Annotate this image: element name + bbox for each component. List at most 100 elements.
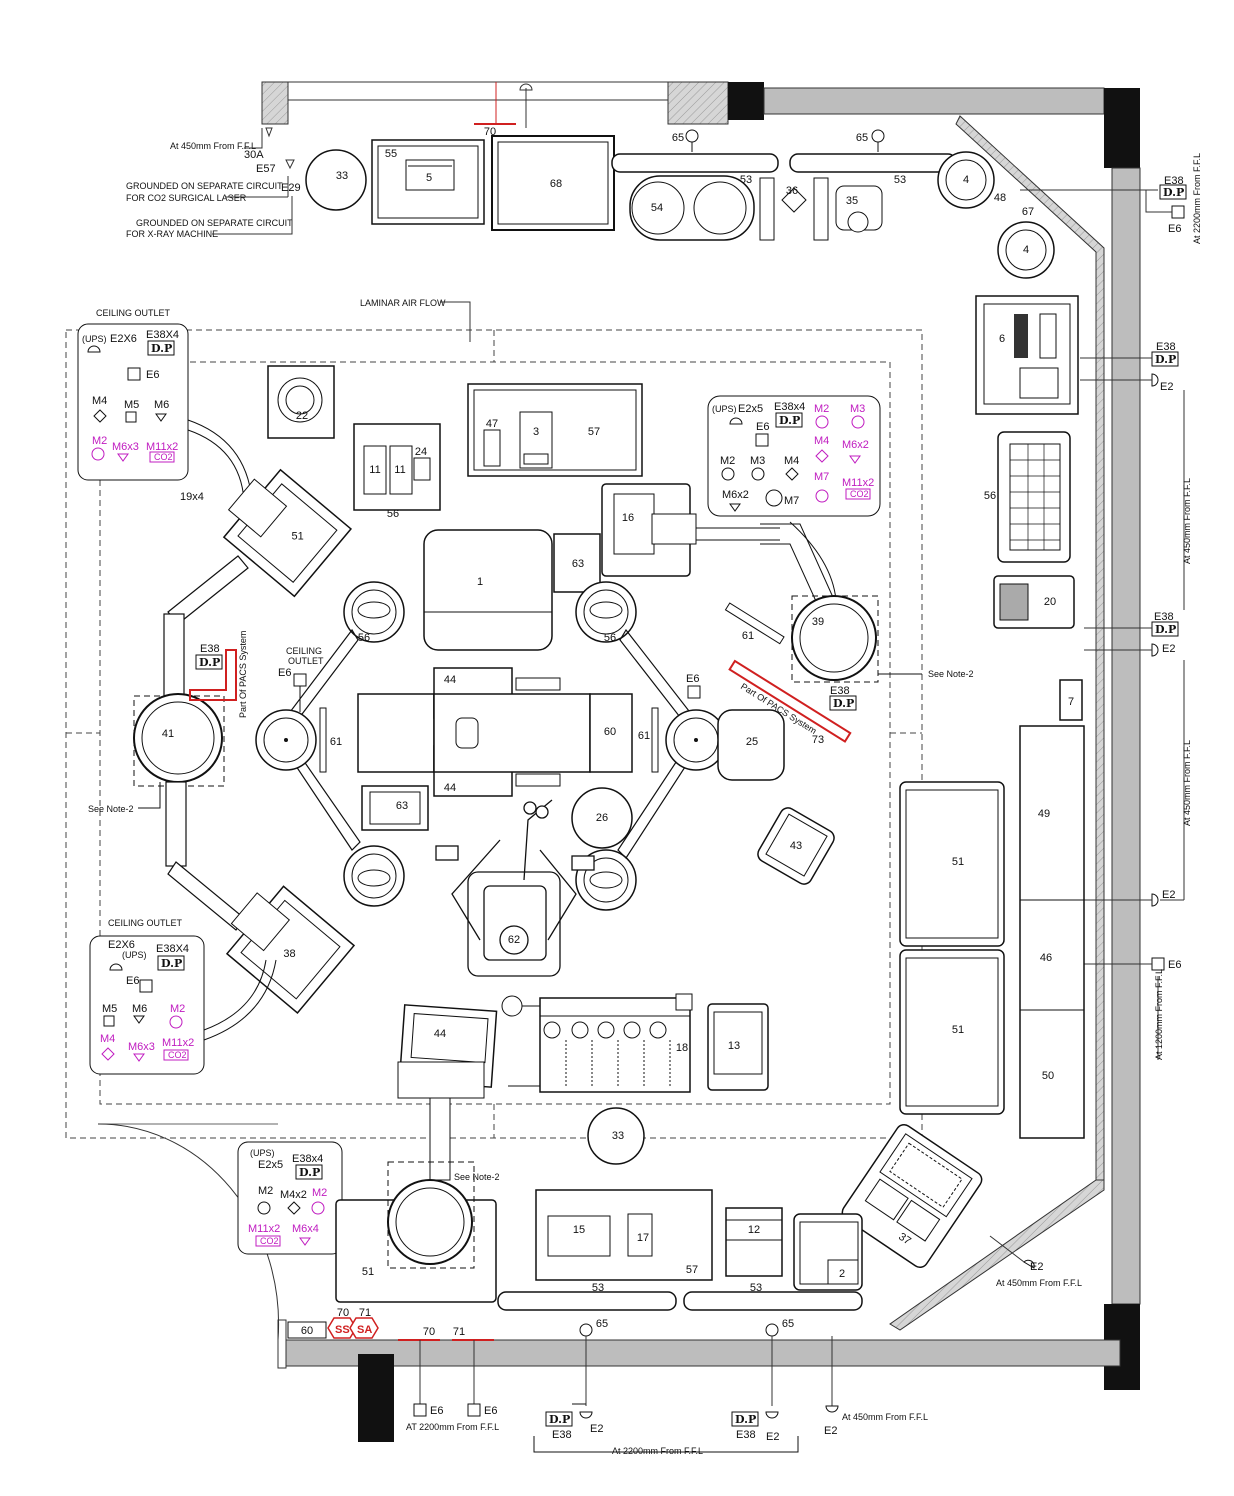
ffl-2200-b2: At 2200mm From F.F.L [612,1446,703,1456]
m5-1: M5 [124,399,139,411]
grounded-co2-2: FOR CO2 SURGICAL LASER [126,193,247,203]
m3-2: M3 [850,403,865,415]
number-3: 3 [533,426,539,438]
e2-b1: E2 [590,1423,603,1435]
dp-b1: D.P [549,1413,570,1426]
m11x2-2: M11x2 [842,477,874,489]
equipment-27: 26 [571,787,633,849]
e6-b1: E6 [430,1405,443,1417]
number-67-bottom: 70 [423,1326,435,1338]
m5-3: M5 [102,1003,117,1015]
number-4-b: 4 [1023,244,1029,256]
m2-3: M2 [170,1003,185,1015]
ups-3: (UPS) [122,950,147,960]
grounded-xray-2: FOR X-RAY MACHINE [126,229,218,239]
number-54-bottom: 57 [686,1264,698,1276]
number-31: 37 [896,1231,913,1248]
equipment-4-a: 4 [937,151,995,209]
m2-2b: M2 [720,455,735,467]
ffl-2200-right: At 2200mm From F.F.L [1192,153,1202,244]
m6x3-3: M6x3 [128,1041,155,1053]
m11x2-1: M11x2 [146,441,178,453]
number-60: 60 [301,1325,313,1337]
equipment-28: 35 [835,185,883,233]
number-61-a: 65 [672,132,684,144]
dp-r3: D.P [1155,623,1176,636]
equipment-48-bottom: 51 [335,1161,497,1303]
m6x2-2: M6x2 [842,439,869,451]
number-1: 1 [477,576,483,588]
number-63: 68 [550,178,562,190]
equipment-4-b: 4 [997,221,1055,279]
number-11-a: 11 [369,464,380,476]
co2-3: CO2 [168,1050,187,1060]
equipment-6: 6 [975,295,1079,415]
equipment-56-top-right [724,602,785,645]
number-47: 54 [651,202,663,214]
equipment-25: 25 [717,709,785,781]
number-62-bottom: 63 [396,800,408,812]
equipment-54-bottom: 15 17 57 [535,1189,713,1281]
e38-pacs: E38 [830,685,850,697]
equipment-12: 12 [725,1207,783,1277]
e2x5-2: E2x5 [738,403,763,415]
number-36-b: 44 [444,782,456,794]
ceiling-outlet-1-title: CEILING OUTLET [96,308,171,318]
number-61-d: 65 [782,1318,794,1330]
ffl-2200-b1: AT 2200mm From F.F.L [406,1422,499,1432]
e38x4-4: E38x4 [292,1153,323,1165]
equipment-16: 16 [601,483,837,611]
m6x3-1: M6x3 [112,441,139,453]
dp-1: D.P [151,342,172,355]
number-27: 26 [596,812,608,824]
number-48-b: 51 [952,1024,964,1036]
number-61-b: 65 [856,132,868,144]
number-11-b: 11 [394,464,405,476]
ceiling-outlet-2-title: CEILING OUTLET [108,918,183,928]
number-5: 5 [426,172,432,184]
ffl-450-r1: At 450mm From F.F.L [1182,478,1192,564]
number-54-top: 57 [588,426,600,438]
e38-b2: E38 [736,1429,756,1441]
m2-4: M2 [258,1185,273,1197]
ffl-1200-r: At 1200mm From F.F.L [1154,969,1164,1060]
ceiling-outlet-box-2: CEILING OUTLET E2X6 (UPS) E38X4 D.P E6 M… [89,918,277,1075]
ffl-450-b: At 450mm From F.F.L [842,1412,928,1422]
label-30a: 30A [244,149,264,161]
pendant-61-top-a: 65 [672,129,699,152]
number-61-c: 65 [596,1318,608,1330]
number-53-b: 56 [604,632,616,644]
m6x2-2b: M6x2 [722,489,749,501]
ups-4: (UPS) [250,1148,275,1158]
number-46-b: 53 [894,174,906,186]
dp-4: D.P [299,1166,320,1179]
see-note-b: See Note-2 [88,804,134,814]
arm-left-lower [165,781,245,931]
equipment-1: 1 [423,529,553,651]
number-48-a: 51 [952,856,964,868]
number-67-top: 70 [484,126,496,138]
pendant-61-top-b: 65 [856,129,885,152]
number-42: 49 [1038,808,1050,820]
number-46-d: 53 [750,1282,762,1294]
dp-b2: D.P [735,1413,756,1426]
equipment-54-top: 47 3 57 [467,383,643,477]
equipment-33: 39 [791,595,922,683]
m4-1: M4 [92,395,107,407]
number-13: 13 [728,1040,740,1052]
equipment-62-bottom: 63 [361,785,429,831]
e38x4-3: E38X4 [156,943,189,955]
ceiling-outlet-3b: OUTLET [288,656,324,666]
ffl-450-top: At 450mm From F.F.L [170,141,256,151]
outlet-box-2: (UPS) E2x5 E38x4 D.P E6 M2 M3 M4 M6x2 M2… [707,395,881,517]
bottom-outlets: E6 E6 AT 2200mm From F.F.L D.P E38 E2 D.… [406,1403,928,1456]
number-37: 44 [434,1028,446,1040]
number-65: 67 [1022,206,1034,218]
number-34: 41 [162,728,174,740]
number-15: 15 [573,1224,585,1236]
e2x6-2: E2X6 [108,939,135,951]
grounded-co2-1: GROUNDED ON SEPARATE CIRCUIT [126,181,283,191]
label-e29: E29 [281,182,301,194]
laminar-label: LAMINAR AIR FLOW [360,298,446,308]
